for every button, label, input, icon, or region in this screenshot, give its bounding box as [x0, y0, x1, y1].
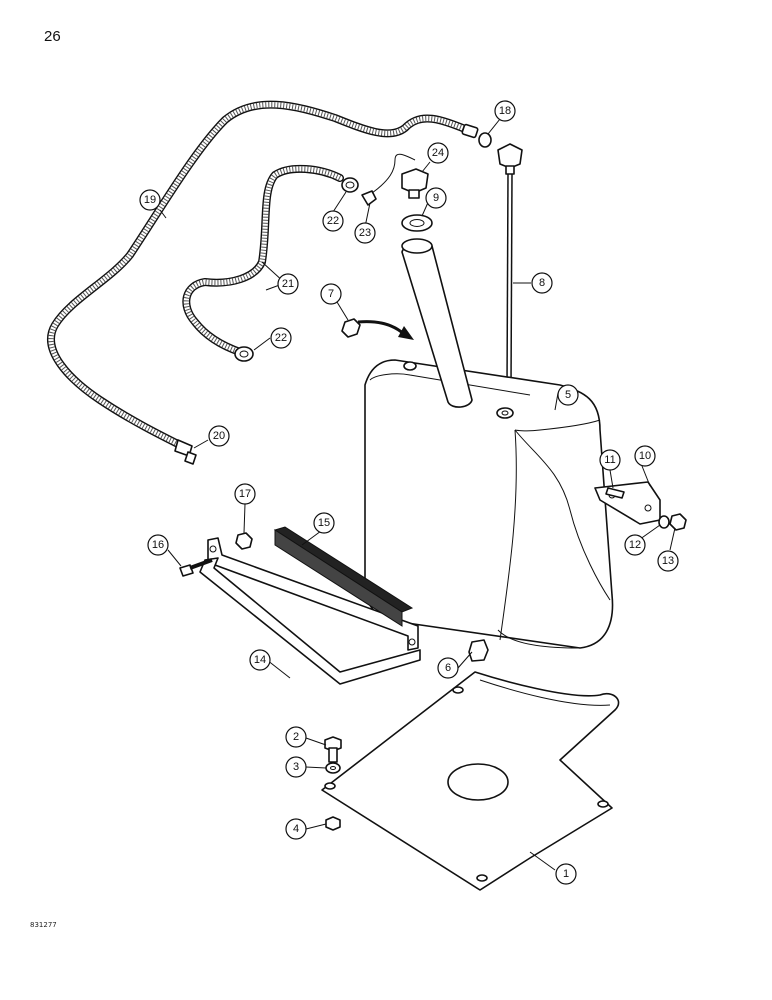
clamp-22-upper	[341, 177, 359, 193]
svg-text:4: 4	[293, 823, 299, 835]
callout-20: 20	[208, 425, 230, 447]
svg-text:18: 18	[499, 105, 511, 117]
svg-text:22: 22	[275, 332, 287, 344]
nut-4	[325, 816, 341, 831]
fitting-18	[478, 132, 492, 148]
plug-6	[468, 639, 489, 662]
callout-6: 6	[437, 657, 459, 679]
svg-text:3: 3	[293, 761, 299, 773]
svg-text:5: 5	[565, 389, 571, 401]
svg-text:24: 24	[432, 147, 444, 159]
svg-text:21: 21	[282, 278, 294, 290]
callout-10: 10	[634, 445, 656, 467]
callout-17: 17	[234, 483, 256, 505]
callout-1: 1	[555, 863, 577, 885]
nut-17	[235, 532, 253, 550]
callout-4: 4	[285, 818, 307, 840]
washer-12	[658, 515, 670, 529]
cap-24	[401, 168, 429, 199]
svg-text:9: 9	[433, 192, 439, 204]
callout-18: 18	[494, 100, 516, 122]
strap-14	[199, 537, 421, 685]
callout-13: 13	[657, 550, 679, 572]
callout-22-upper: 22	[322, 210, 344, 232]
callout-12: 12	[624, 534, 646, 556]
callout-24: 24	[427, 142, 449, 164]
callout-7: 7	[320, 283, 342, 305]
svg-text:16: 16	[152, 539, 164, 551]
callout-8: 8	[531, 272, 553, 294]
plug-7	[341, 318, 361, 338]
arrow-to-tank	[357, 320, 414, 340]
svg-text:23: 23	[359, 227, 371, 239]
bolt-11	[605, 487, 625, 499]
callout-15: 15	[313, 512, 335, 534]
shield-plate-1	[321, 671, 620, 891]
callout-19: 19	[139, 189, 161, 211]
svg-text:10: 10	[639, 450, 651, 462]
leader-lines	[159, 118, 676, 871]
svg-text:17: 17	[239, 488, 251, 500]
svg-text:19: 19	[144, 194, 156, 206]
callout-16: 16	[147, 534, 169, 556]
svg-text:14: 14	[254, 654, 266, 666]
svg-text:20: 20	[213, 430, 225, 442]
callout-2: 2	[285, 726, 307, 748]
bolt-16	[179, 558, 213, 577]
hose-19	[47, 100, 479, 449]
fitting-20	[174, 439, 197, 465]
nut-13	[669, 513, 687, 531]
callout-9: 9	[425, 187, 447, 209]
callout-22-lower: 22	[270, 327, 292, 349]
strip-15	[273, 526, 414, 627]
elbow-23	[361, 153, 416, 206]
callout-21: 21	[277, 273, 299, 295]
svg-text:1: 1	[563, 868, 569, 880]
dipstick-8	[497, 143, 523, 389]
svg-text:11: 11	[604, 454, 615, 466]
bolt-2	[324, 736, 342, 763]
svg-text:22: 22	[327, 215, 339, 227]
svg-text:2: 2	[293, 731, 299, 743]
svg-text:8: 8	[539, 277, 545, 289]
figure-code: 831277	[30, 921, 57, 929]
washer-3	[325, 762, 341, 774]
clamp-22-lower	[234, 346, 254, 362]
svg-text:12: 12	[629, 539, 641, 551]
gasket-9	[401, 214, 433, 232]
svg-text:6: 6	[445, 662, 451, 674]
callout-14: 14	[249, 649, 271, 671]
callout-23: 23	[354, 222, 376, 244]
svg-text:7: 7	[328, 288, 334, 300]
svg-text:13: 13	[662, 555, 674, 567]
hose-21	[182, 164, 344, 356]
callout-11: 11	[599, 449, 621, 471]
svg-text:15: 15	[318, 517, 330, 529]
page-number: 26	[44, 28, 61, 45]
fuel-tank-5	[364, 238, 614, 649]
callout-3: 3	[285, 756, 307, 778]
callout-5: 5	[557, 384, 579, 406]
